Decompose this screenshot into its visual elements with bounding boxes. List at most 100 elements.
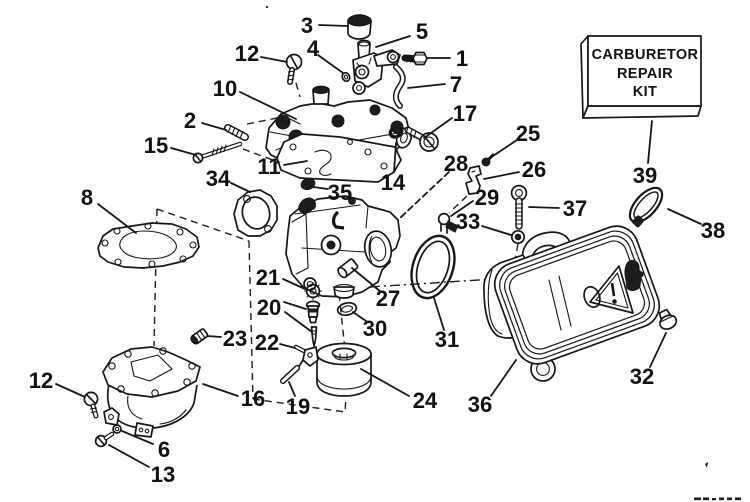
- leader-line-7: [407, 83, 446, 89]
- leader-line-15: [170, 147, 197, 156]
- leader-line-12b: [55, 383, 86, 398]
- part-label-5: 5: [416, 19, 428, 44]
- part-label-14: 14: [381, 170, 406, 195]
- part-oring-31: [410, 234, 456, 300]
- leader-line-10: [239, 91, 297, 120]
- part-label-33: 33: [456, 209, 480, 234]
- part-oring-30: [336, 301, 358, 317]
- part-link-7: [392, 64, 406, 109]
- leader-line-22: [279, 343, 296, 349]
- leader-line-36: [490, 359, 517, 397]
- part-label-19: 19: [286, 394, 310, 419]
- leader-line-13: [108, 444, 150, 468]
- part-silencer-cover-36: [493, 225, 661, 382]
- part-label-12b: 12: [29, 368, 53, 393]
- part-label-32: 32: [630, 364, 654, 389]
- clipped-drawing-code: [265, 5, 741, 501]
- leader-line-28: [399, 171, 450, 219]
- kit-box-line-2: REPAIR: [617, 66, 673, 82]
- part-label-28: 28: [444, 151, 468, 176]
- part-label-6: 6: [158, 437, 170, 462]
- leader-line-20: [283, 301, 307, 310]
- part-label-36: 36: [468, 392, 492, 417]
- leader-line-17: [423, 117, 453, 139]
- leader-line-37: [528, 206, 560, 209]
- leader-line-34: [230, 182, 251, 193]
- leader-line-16: [202, 383, 239, 397]
- part-gasket-11: [274, 133, 402, 183]
- part-label-12: 12: [235, 41, 259, 66]
- leader-line-32: [649, 332, 667, 368]
- part-plug-32: [658, 308, 678, 330]
- leader-line-25: [489, 139, 518, 159]
- leader-line-3: [318, 24, 349, 27]
- part-screw-12-upper: [285, 53, 303, 85]
- kit-box-line-1: CARBURETOR: [592, 47, 699, 63]
- part-label-37: 37: [563, 196, 587, 221]
- part-label-17: 17: [453, 101, 477, 126]
- part-label-21: 21: [256, 265, 280, 290]
- part-needle-15: [192, 141, 243, 164]
- leader-line-5: [375, 35, 411, 48]
- part-label-20: 20: [257, 295, 281, 320]
- kit-box-line-3: KIT: [633, 84, 658, 100]
- part-label-34: 34: [206, 166, 231, 191]
- part-label-39: 39: [633, 163, 657, 188]
- leader-line-23: [206, 335, 222, 338]
- part-float-24: [297, 342, 372, 397]
- warning-triangle-icon: [589, 265, 634, 314]
- part-label-24: 24: [413, 388, 438, 413]
- part-washer-14: [388, 125, 404, 139]
- part-screw-1: [401, 51, 428, 66]
- part-fitting-29: [437, 212, 459, 234]
- leader-line-21: [282, 278, 306, 290]
- leader-line-38: [667, 208, 702, 225]
- part-clip-26: [465, 165, 482, 195]
- leader-line-31: [433, 297, 445, 331]
- part-label-35: 35: [328, 180, 352, 205]
- part-screw-12-lower: [83, 391, 99, 419]
- leader-line-27: [351, 267, 382, 293]
- part-clamp-38: [628, 186, 664, 228]
- part-label-25: 25: [516, 121, 540, 146]
- part-label-31: 31: [435, 327, 459, 352]
- part-label-13: 13: [151, 462, 175, 487]
- part-label-16: 16: [241, 386, 265, 411]
- part-label-30: 30: [363, 316, 387, 341]
- part-label-11: 11: [257, 154, 280, 179]
- part-spring-2: [224, 124, 249, 141]
- part-pin-19: [280, 365, 300, 384]
- leader-line-39: [647, 120, 653, 164]
- leader-line-6: [121, 430, 154, 445]
- part-label-2: 2: [184, 108, 196, 133]
- part-label-29: 29: [475, 185, 499, 210]
- leader-line-33: [481, 225, 512, 236]
- part-nut-33: [510, 229, 526, 245]
- leader-line-19: [288, 381, 296, 397]
- part-label-22: 22: [255, 330, 279, 355]
- part-cap-3: [347, 14, 372, 40]
- leader-line-26: [483, 171, 520, 180]
- part-labels-layer: 1234567810111212131415161719202122232425…: [29, 13, 725, 487]
- part-gasket-8: [97, 222, 200, 269]
- leader-line-2: [201, 122, 227, 131]
- leader-line-14: [393, 142, 397, 173]
- bird-logo-icon: [624, 259, 644, 291]
- part-label-23: 23: [223, 326, 247, 351]
- repair-kit-box: CARBURETOR REPAIR KIT: [580, 35, 702, 119]
- part-label-4: 4: [307, 36, 320, 61]
- part-label-1: 1: [456, 46, 468, 71]
- leader-line-29: [450, 200, 474, 217]
- leader-line-30: [352, 311, 367, 322]
- part-lever-5: [352, 39, 401, 95]
- part-label-8: 8: [81, 185, 93, 210]
- part-gasket-34: [233, 189, 278, 237]
- leader-line-8: [97, 203, 137, 234]
- leader-line-24: [360, 368, 410, 397]
- leader-line-11: [283, 160, 308, 166]
- part-label-7: 7: [450, 72, 462, 97]
- part-seat-stack: [293, 282, 322, 355]
- part-nut-35: [300, 177, 316, 191]
- leader-line-4: [317, 54, 344, 74]
- part-screw-13: [94, 431, 115, 448]
